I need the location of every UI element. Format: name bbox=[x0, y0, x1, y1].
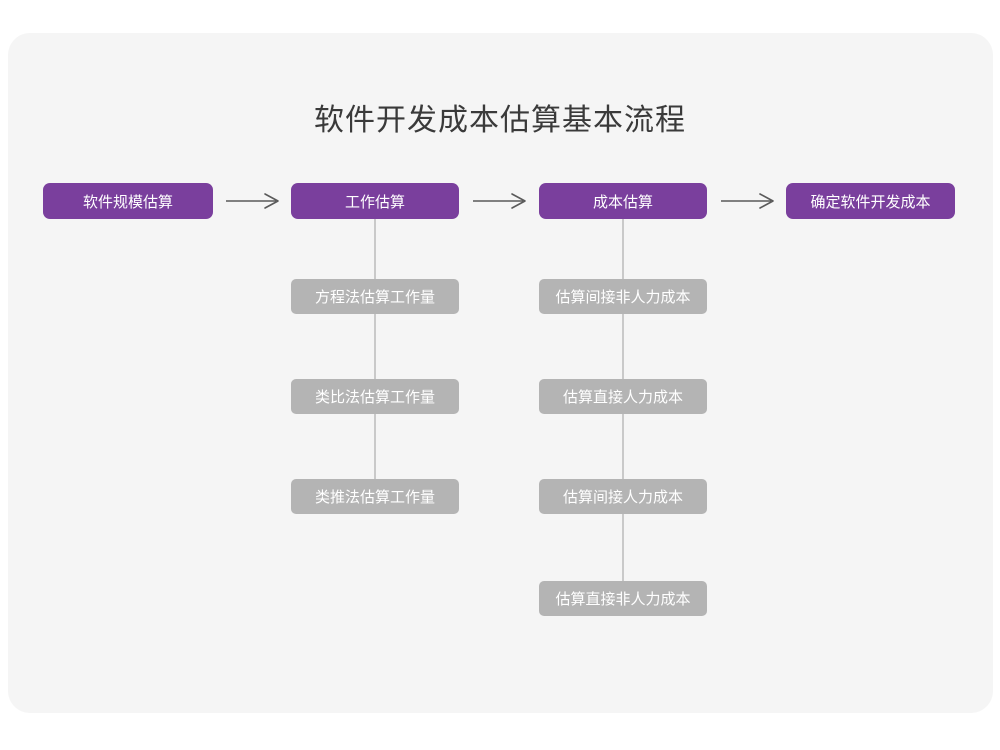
flow-node-step-3[interactable]: 成本估算 bbox=[539, 183, 707, 219]
flow-subnode-label: 估算间接人力成本 bbox=[562, 489, 683, 506]
flow-subnode-label: 方程法估算工作量 bbox=[314, 289, 435, 306]
flow-node-step-1[interactable]: 软件规模估算 bbox=[43, 183, 213, 219]
flow-subnode-step-3-1[interactable]: 估算间接非人力成本 bbox=[539, 279, 707, 314]
flow-subnode-step-2-2[interactable]: 类比法估算工作量 bbox=[291, 379, 459, 414]
flow-subnode-step-2-1[interactable]: 方程法估算工作量 bbox=[291, 279, 459, 314]
flow-arrow-right-icon bbox=[473, 189, 526, 213]
page-title: 软件开发成本估算基本流程 bbox=[314, 104, 686, 137]
flow-node-label: 软件规模估算 bbox=[82, 193, 173, 211]
flow-subnode-step-2-3[interactable]: 类推法估算工作量 bbox=[291, 479, 459, 514]
flow-node-step-4[interactable]: 确定软件开发成本 bbox=[786, 183, 955, 219]
flow-subnode-label: 类比法估算工作量 bbox=[314, 389, 435, 406]
flow-subnode-step-3-3[interactable]: 估算间接人力成本 bbox=[539, 479, 707, 514]
flow-node-label: 成本估算 bbox=[592, 193, 653, 211]
flow-subnode-step-3-4[interactable]: 估算直接非人力成本 bbox=[539, 581, 707, 616]
flow-subnode-label: 估算直接非人力成本 bbox=[555, 591, 691, 608]
flow-subnode-label: 估算直接人力成本 bbox=[562, 389, 683, 406]
flow-node-label: 确定软件开发成本 bbox=[810, 193, 931, 211]
flow-subnode-label: 估算间接非人力成本 bbox=[555, 289, 691, 306]
flow-subnode-step-3-2[interactable]: 估算直接人力成本 bbox=[539, 379, 707, 414]
flow-arrow-right-icon bbox=[226, 189, 279, 213]
flow-node-label: 工作估算 bbox=[344, 193, 405, 211]
diagram-card bbox=[8, 33, 993, 713]
flow-node-step-2[interactable]: 工作估算 bbox=[291, 183, 459, 219]
flow-subnode-label: 类推法估算工作量 bbox=[314, 489, 435, 506]
connector-line-step-2 bbox=[374, 219, 376, 479]
flow-arrow-right-icon bbox=[721, 189, 774, 213]
